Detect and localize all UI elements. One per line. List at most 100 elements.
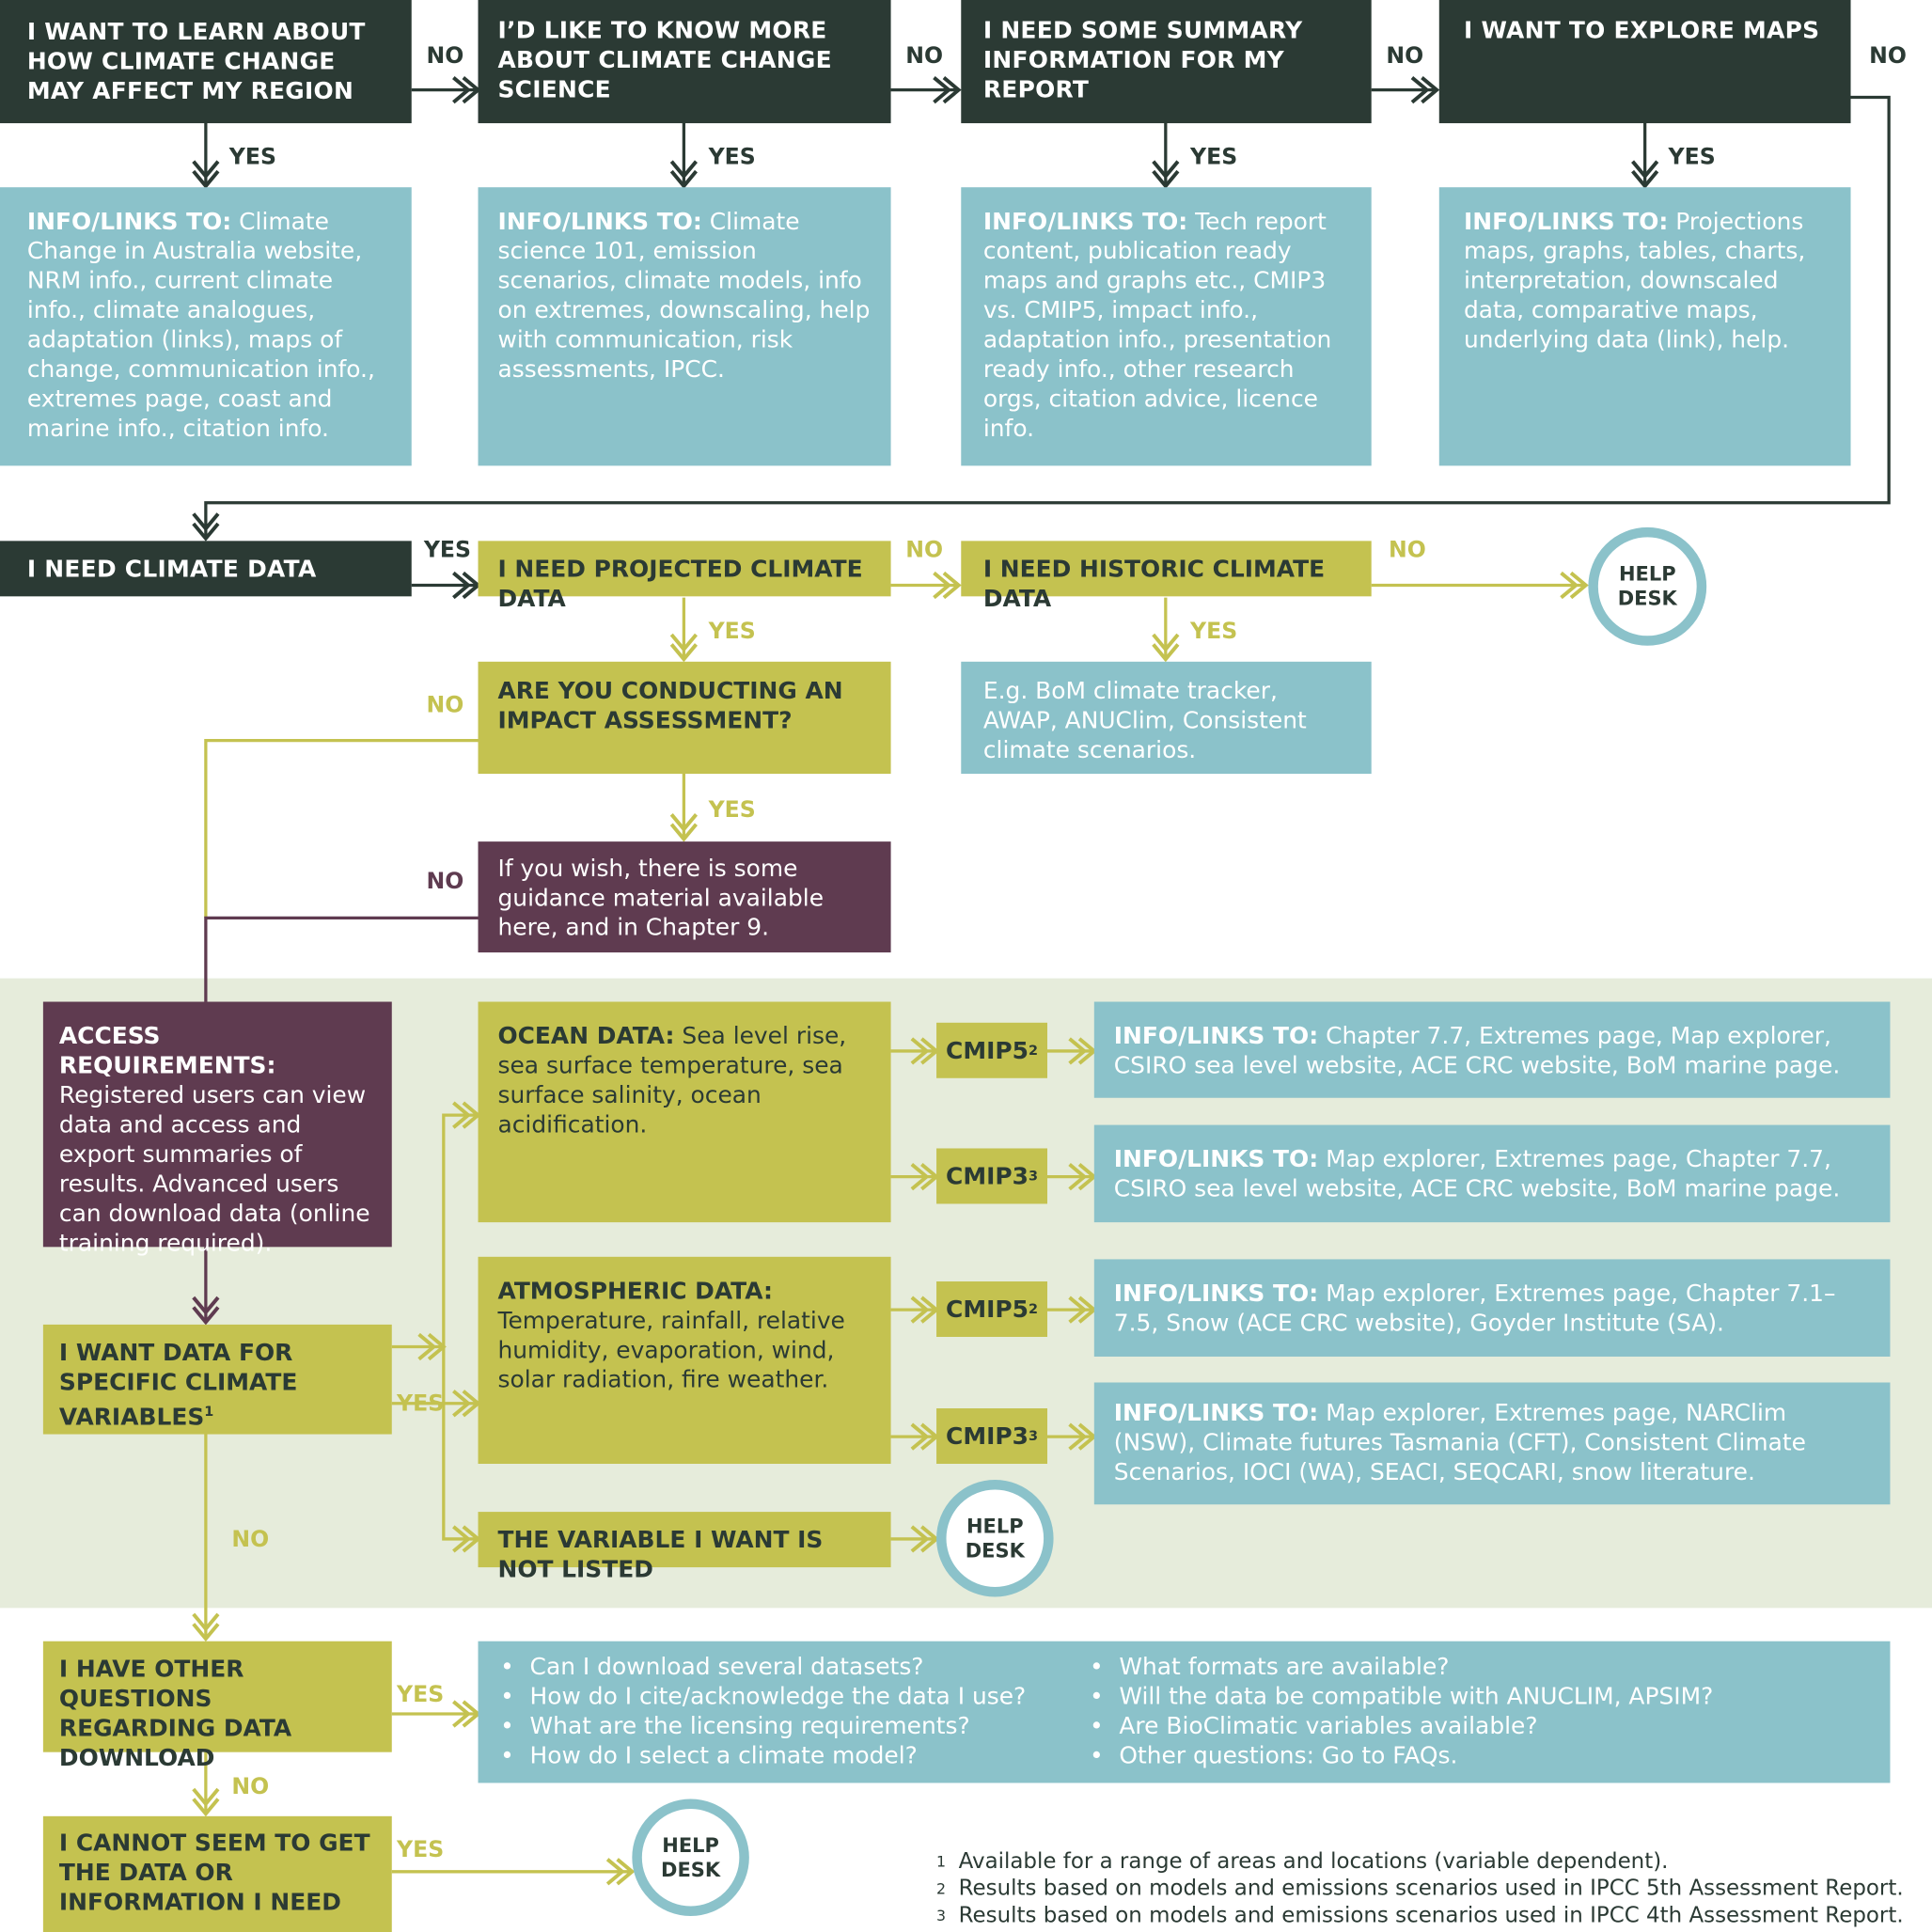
info-cmip5-ocean[interactable]: INFO/LINKS TO: Chapter 7.7, Extremes pag… bbox=[1093, 1001, 1891, 1098]
footnote-text: Results based on models and emissions sc… bbox=[958, 1877, 1904, 1902]
atmos-title: ATMOSPHERIC DATA: bbox=[497, 1278, 773, 1305]
faq-list-right: What formats are available? Will the dat… bbox=[1087, 1653, 1873, 1773]
access-requirements[interactable]: ACCESS REQUIREMENTS: Registered users ca… bbox=[42, 1001, 392, 1257]
footnote-text: Available for a range of areas and locat… bbox=[958, 1849, 1669, 1875]
footnote-number: 3 bbox=[936, 1907, 947, 1925]
info-prefix: INFO/LINKS TO: bbox=[497, 208, 702, 236]
question-summary-report[interactable]: I NEED SOME SUMMARY INFORMATION FOR MY R… bbox=[961, 0, 1372, 124]
no-label: NO bbox=[426, 868, 464, 895]
yes-label: YES bbox=[708, 618, 756, 645]
historic-info[interactable]: E.g. BoM climate tracker, AWAP, ANUClim,… bbox=[961, 661, 1372, 775]
access-text: Registered users can view data and acces… bbox=[58, 1081, 370, 1257]
footnote-ref: 2 bbox=[1028, 1042, 1038, 1059]
faq-item[interactable]: How do I select a climate model? bbox=[497, 1741, 1087, 1770]
help-desk-label: HELP DESK bbox=[1617, 561, 1677, 610]
info-explore-maps[interactable]: INFO/LINKS TO: Projections maps, graphs,… bbox=[1438, 187, 1851, 466]
ocean-text: Sea level rise, sea surface temperature,… bbox=[497, 1022, 847, 1139]
info-prefix: INFO/LINKS TO: bbox=[1113, 1280, 1319, 1308]
footnote-ref: 2 bbox=[1028, 1300, 1038, 1317]
need-historic-data[interactable]: I NEED HISTORIC CLIMATE DATA bbox=[961, 541, 1372, 612]
info-text: Chapter 7.7, Extremes page, Map explorer… bbox=[1113, 1022, 1841, 1080]
info-prefix: INFO/LINKS TO: bbox=[982, 208, 1188, 236]
info-cmip3-atmos[interactable]: INFO/LINKS TO: Map explorer, Extremes pa… bbox=[1093, 1382, 1891, 1505]
yes-label: YES bbox=[1190, 144, 1238, 170]
want-specific-variables[interactable]: I WANT DATA FOR SPECIFIC CLIMATE VARIABL… bbox=[42, 1324, 392, 1435]
no-label: NO bbox=[231, 1774, 270, 1800]
question-climate-science[interactable]: I’D LIKE TO KNOW MORE ABOUT CLIMATE CHAN… bbox=[478, 0, 891, 124]
impact-assessment-question[interactable]: ARE YOU CONDUCTING AN IMPACT ASSESSMENT? bbox=[478, 661, 891, 775]
help-desk-label: HELP DESK bbox=[661, 1832, 721, 1881]
no-label: NO bbox=[426, 692, 464, 719]
help-desk-historic[interactable]: HELP DESK bbox=[1588, 526, 1707, 646]
info-cmip3-ocean[interactable]: INFO/LINKS TO: Map explorer, Extremes pa… bbox=[1093, 1124, 1891, 1223]
yes-label: YES bbox=[397, 1837, 445, 1863]
info-prefix: INFO/LINKS TO: bbox=[1463, 208, 1669, 236]
faq-item[interactable]: Other questions: Go to FAQs. bbox=[1087, 1741, 1873, 1770]
footnote-ref: 3 bbox=[1028, 1167, 1038, 1184]
yes-label: YES bbox=[708, 796, 756, 824]
footnote-number: 2 bbox=[936, 1879, 947, 1898]
want-variables-text: I WANT DATA FOR SPECIFIC CLIMATE VARIABL… bbox=[58, 1339, 298, 1432]
info-climate-science[interactable]: INFO/LINKS TO: Climate science 101, emis… bbox=[478, 187, 891, 466]
no-label: NO bbox=[905, 537, 944, 563]
info-text: Map explorer, Extremes page, Chapter 7.7… bbox=[1113, 1145, 1841, 1203]
atmos-text: Temperature, rainfall, relative humidity… bbox=[497, 1307, 845, 1394]
atmospheric-data[interactable]: ATMOSPHERIC DATA: Temperature, rainfall,… bbox=[478, 1256, 891, 1464]
question-learn-region[interactable]: I WANT TO LEARN ABOUT HOW CLIMATE CHANGE… bbox=[0, 0, 412, 124]
info-prefix: INFO/LINKS TO: bbox=[26, 208, 232, 236]
yes-label: YES bbox=[1668, 144, 1716, 170]
yes-label: YES bbox=[397, 1681, 445, 1708]
variable-not-listed[interactable]: THE VARIABLE I WANT IS NOT LISTED bbox=[478, 1512, 891, 1583]
faq-item[interactable]: Will the data be compatible with ANUCLIM… bbox=[1087, 1682, 1873, 1711]
info-summary-report[interactable]: INFO/LINKS TO: Tech report content, publ… bbox=[961, 187, 1372, 466]
faq-item[interactable]: How do I cite/acknowledge the data I use… bbox=[497, 1682, 1087, 1711]
no-label: NO bbox=[1386, 42, 1424, 70]
model-name: CMIP3 bbox=[946, 1422, 1029, 1450]
cannot-get-data[interactable]: I CANNOT SEEM TO GET THE DATA OR INFORMA… bbox=[42, 1815, 392, 1932]
faq-item[interactable]: Are BioClimatic variables available? bbox=[1087, 1711, 1873, 1740]
model-name: CMIP5 bbox=[946, 1296, 1029, 1323]
info-text: Climate science 101, emission scenarios,… bbox=[497, 208, 871, 384]
faq-item[interactable]: What formats are available? bbox=[1087, 1653, 1873, 1682]
help-desk-bottom[interactable]: HELP DESK bbox=[632, 1798, 749, 1916]
no-label: NO bbox=[1869, 42, 1907, 70]
info-text: Tech report content, publication ready m… bbox=[982, 208, 1332, 443]
no-label: NO bbox=[231, 1526, 270, 1553]
info-learn-region[interactable]: INFO/LINKS TO: Climate Change in Austral… bbox=[0, 187, 412, 466]
model-name: CMIP5 bbox=[946, 1036, 1029, 1064]
ocean-data[interactable]: OCEAN DATA: Sea level rise, sea surface … bbox=[478, 1001, 891, 1223]
footnote-2: 2 Results based on models and emissions s… bbox=[936, 1876, 1904, 1903]
info-cmip5-atmos[interactable]: INFO/LINKS TO: Map explorer, Extremes pa… bbox=[1093, 1259, 1891, 1357]
info-text: Projections maps, graphs, tables, charts… bbox=[1463, 208, 1806, 354]
yes-label: YES bbox=[708, 144, 756, 170]
info-prefix: INFO/LINKS TO: bbox=[1113, 1399, 1319, 1427]
access-title: ACCESS REQUIREMENTS: bbox=[58, 1022, 276, 1080]
faq-list-left: Can I download several datasets? How do … bbox=[497, 1653, 1087, 1773]
faq-item[interactable]: Can I download several datasets? bbox=[497, 1653, 1087, 1682]
ocean-title: OCEAN DATA: bbox=[497, 1022, 675, 1050]
guidance-material[interactable]: If you wish, there is some guidance mate… bbox=[478, 841, 891, 953]
need-climate-data[interactable]: I NEED CLIMATE DATA bbox=[0, 541, 412, 597]
no-label: NO bbox=[1389, 537, 1426, 563]
yes-label: YES bbox=[228, 144, 276, 170]
question-explore-maps[interactable]: I WANT TO EXPLORE MAPS bbox=[1438, 0, 1851, 124]
no-label: NO bbox=[905, 42, 944, 70]
info-prefix: INFO/LINKS TO: bbox=[1113, 1145, 1319, 1173]
help-desk-variables[interactable]: HELP DESK bbox=[936, 1480, 1054, 1597]
need-projected-data[interactable]: I NEED PROJECTED CLIMATE DATA bbox=[478, 541, 891, 612]
other-questions[interactable]: I HAVE OTHER QUESTIONS REGARDING DATA DO… bbox=[42, 1641, 392, 1772]
yes-label: YES bbox=[1190, 618, 1238, 645]
info-prefix: INFO/LINKS TO: bbox=[1113, 1022, 1319, 1050]
faq-box[interactable]: Can I download several datasets? How do … bbox=[478, 1641, 1891, 1783]
faq-item[interactable]: What are the licensing requirements? bbox=[497, 1711, 1087, 1740]
yes-label: YES bbox=[423, 537, 472, 563]
info-text: Map explorer, Extremes page, Chapter 7.1… bbox=[1113, 1280, 1836, 1338]
help-desk-label: HELP DESK bbox=[965, 1514, 1025, 1563]
yes-label: YES bbox=[397, 1390, 445, 1418]
